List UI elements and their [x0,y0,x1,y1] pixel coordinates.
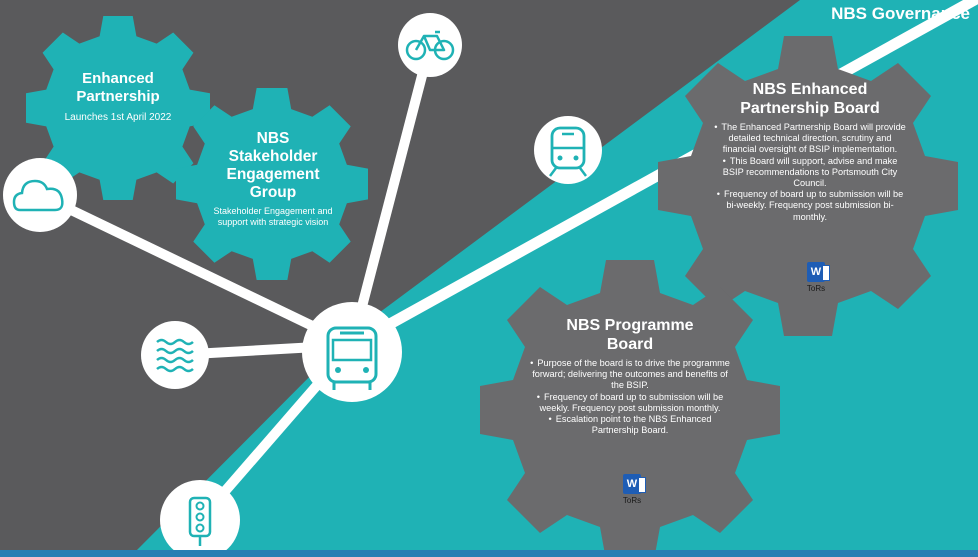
enhanced-partnership-text: Launches 1st April 2022 [64,112,172,123]
programme-board-bullet: Frequency of board up to submission will… [530,392,730,414]
programme-board-bullet: Escalation point to the NBS Enhanced Par… [530,414,730,436]
enhanced-partnership-title: Enhanced Partnership [76,70,160,105]
programme-board-tors-label: ToRs [622,496,642,505]
cloud-connector [37,190,355,350]
cloud-icon [3,158,77,232]
programme-board-bullet: Purpose of the board is to drive the pro… [530,358,730,392]
stakeholder-group-title: NBS Stakeholder Engagement Group [226,130,320,201]
word-document-icon: W [623,474,646,494]
page-title: NBS Governance [831,4,970,23]
ep-board-block: NBS Enhanced Partnership Board The Enhan… [712,80,908,223]
bicycle-icon [398,13,462,77]
ep-board-bullet: Frequency of board up to submission will… [712,189,908,223]
bicycle-connector [347,43,435,347]
bottom-strip [0,550,978,557]
bus-icon [302,302,402,402]
ep-board-bullet: This Board will support, advise and make… [712,156,908,190]
train-icon [534,116,602,184]
ep-board-bullet: The Enhanced Partnership Board will prov… [712,122,908,156]
ep-board-tors-label: ToRs [806,284,826,293]
programme-board-bullets: Purpose of the board is to drive the pro… [530,358,730,436]
programme-board-tors-link[interactable]: W ToRs [612,474,652,505]
enhanced-partnership-block: Enhanced Partnership Launches 1st April … [58,70,178,123]
programme-board-title: NBS Programme Board [566,317,694,353]
traffic-light-icon [160,480,240,557]
waves-icon [141,321,209,389]
programme-board-block: NBS Programme Board Purpose of the board… [530,316,730,436]
word-document-icon: W [807,262,830,282]
ep-board-title: NBS Enhanced Partnership Board [740,81,880,117]
stakeholder-group-block: NBS Stakeholder Engagement Group Stakeho… [212,130,334,228]
ep-board-tors-link[interactable]: W ToRs [796,262,836,293]
ep-board-bullets: The Enhanced Partnership Board will prov… [712,122,908,223]
stakeholder-group-text: Stakeholder Engagement and support with … [213,206,333,228]
